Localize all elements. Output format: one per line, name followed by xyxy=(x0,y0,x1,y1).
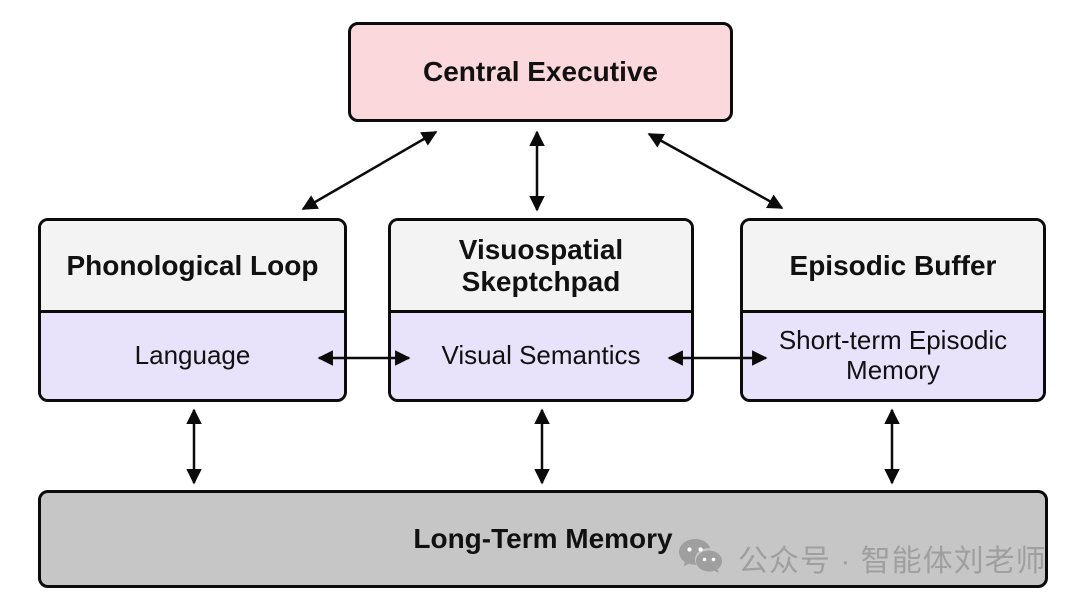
episodic-buffer-box: Episodic Buffer Short-term Episodic Memo… xyxy=(740,218,1046,402)
episodic-buffer-header: Episodic Buffer xyxy=(743,221,1043,310)
watermark: 公众号 · 智能体刘老师 xyxy=(678,536,1047,580)
visual-semantics-label: Visual Semantics xyxy=(441,340,641,371)
phonological-loop-title: Phonological Loop xyxy=(66,249,319,281)
visuospatial-sketchpad-section: Visual Semantics xyxy=(391,310,691,399)
visuospatial-sketchpad-box: Visuospatial Skeptchpad Visual Semantics xyxy=(388,218,694,402)
visuospatial-sketchpad-header: Visuospatial Skeptchpad xyxy=(391,221,691,310)
phonological-loop-section: Language xyxy=(41,310,344,399)
episodic-buffer-section: Short-term Episodic Memory xyxy=(743,310,1043,399)
phonological-loop-box: Phonological Loop Language xyxy=(38,218,347,402)
arrow-ce-episodic xyxy=(647,132,784,210)
wechat-icon xyxy=(678,537,730,579)
phonological-loop-header: Phonological Loop xyxy=(41,221,344,310)
language-label: Language xyxy=(134,340,251,371)
long-term-memory-box: Long-Term Memory xyxy=(38,490,1048,588)
central-executive-box: Central Executive xyxy=(348,22,733,122)
long-term-memory-label: Long-Term Memory xyxy=(413,523,673,554)
episodic-buffer-title: Episodic Buffer xyxy=(789,249,997,281)
short-term-episodic-memory-label: Short-term Episodic Memory xyxy=(778,325,1008,385)
arrow-ce-phonological xyxy=(301,130,438,211)
visuospatial-sketchpad-title: Visuospatial Skeptchpad xyxy=(458,234,624,297)
central-executive-label: Central Executive xyxy=(423,56,658,87)
watermark-text: 公众号 · 智能体刘老师 xyxy=(738,545,1047,578)
